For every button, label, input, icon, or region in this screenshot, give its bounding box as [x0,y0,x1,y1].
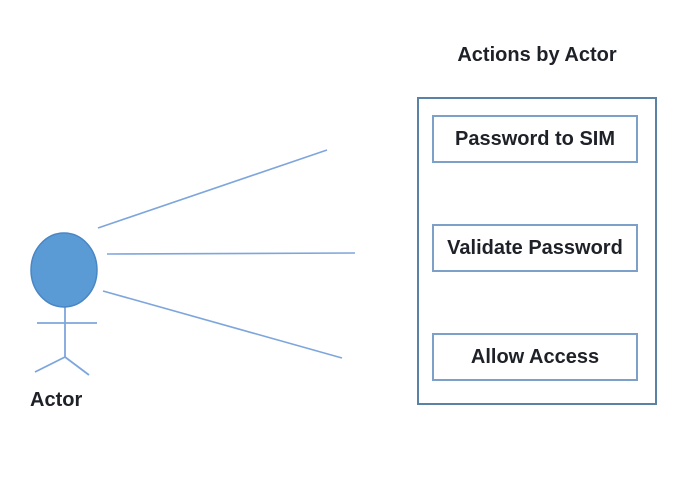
action-box-password-to-sim: Password to SIM [432,115,638,163]
action-box-label: Password to SIM [454,127,616,150]
connector-allow-line [102,290,343,359]
actions-panel-title: Actions by Actor [457,44,617,66]
action-box-allow-access: Allow Access [432,333,638,381]
actor-label: Actor [30,389,83,411]
action-box-label: Validate Password [447,236,623,259]
actor-right-leg-line [64,356,90,376]
actor-left-leg-line [34,356,66,373]
action-box-label: Allow Access [470,345,600,368]
connector-password-line [97,149,328,229]
action-box-validate-password: Validate Password [432,224,638,272]
actor-figure [30,232,98,376]
connector-validate-line [106,252,356,255]
actor-head [30,232,98,308]
